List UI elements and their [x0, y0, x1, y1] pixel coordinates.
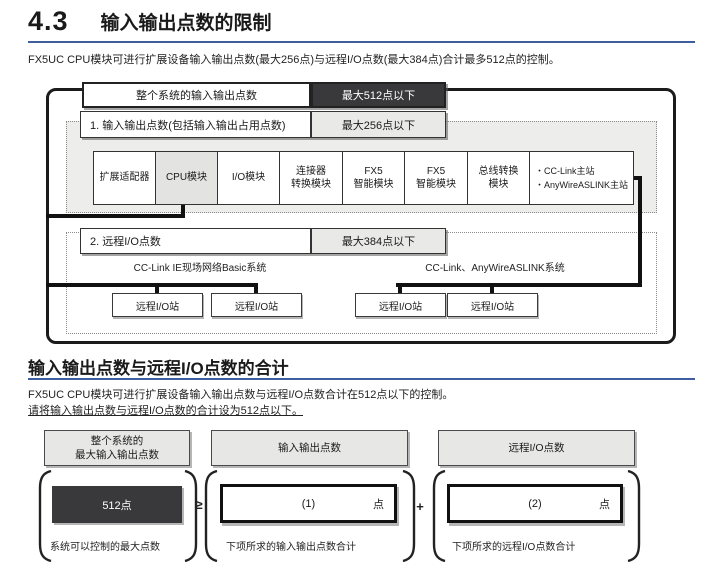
section-heading: 4.3 输入输出点数的限制	[28, 6, 272, 37]
network-label-cclink-anywire: CC-Link、AnyWireASLINK系统	[425, 263, 565, 274]
io-points-placeholder: (1)	[301, 497, 316, 510]
section-number: 4.3	[28, 6, 69, 36]
io-points-entry-box: (1) 点	[220, 484, 397, 523]
remote-io-unit: 点	[599, 498, 610, 511]
plus-operator: +	[416, 499, 424, 514]
remote-io-caption: 下项所求的远程I/O点数合计	[452, 542, 576, 553]
module-connector-conversion: 连接器 转换模块	[279, 151, 343, 205]
remote-io-station-4: 远程I/O站	[447, 293, 538, 317]
bracket-right-icon	[402, 470, 416, 562]
subsection-paragraph: FX5UC CPU模块可进行扩展设备输入输出点数与远程I/O点数合计在512点以…	[28, 389, 454, 401]
bracket-left-icon	[38, 470, 52, 562]
intro-paragraph: FX5UC CPU模块可进行扩展设备输入输出点数(最大256点)与远程I/O点数…	[28, 54, 560, 66]
io-points-caption: 下项所求的输入输出点数合计	[226, 542, 356, 553]
module-fx5-intelligent-2: FX5 智能模块	[404, 151, 468, 205]
right-bus-drop-2	[490, 287, 494, 293]
total-system-points-header: 整个系统的 最大输入输出点数	[44, 430, 190, 466]
bracket-left-icon	[204, 470, 218, 562]
remote-io-station-2: 远程I/O站	[211, 293, 302, 317]
remote-io-station-1: 远程I/O站	[112, 293, 203, 317]
gte-operator: ≥	[195, 497, 203, 512]
heading-accent-rule	[28, 41, 695, 43]
subsection-accent-rule	[28, 378, 695, 380]
network-label-cclink-ie-basic: CC-Link IE现场网络Basic系统	[133, 263, 267, 274]
system-io-points-box: 整个系统的输入输出点数	[82, 82, 311, 108]
io-points-header: 输入输出点数	[211, 430, 408, 466]
bracket-right-icon	[184, 470, 198, 562]
master-down-line	[638, 176, 642, 287]
subsection-title: 输入输出点数与远程I/O点数的合计	[28, 359, 289, 378]
page-title: 输入输出点数的限制	[100, 13, 272, 34]
module-cclink-master: ・CC-Link主站 ・AnyWireASLINK主站	[529, 151, 634, 205]
right-bus-drop-1	[398, 287, 402, 293]
item1-value-box: 最大256点以下	[311, 111, 446, 138]
item1-label-box: 1. 输入输出点数(包括输入输出占用点数)	[80, 111, 311, 138]
item2-label-box: 2. 远程I/O点数	[80, 228, 311, 254]
right-network-bus	[396, 283, 642, 287]
bracket-left-icon	[432, 470, 446, 562]
left-bus-drop-1	[155, 287, 159, 293]
cpu-to-frame-line	[46, 214, 185, 218]
cpu-drop-line	[181, 205, 185, 218]
subsection-note-underlined: 请将输入输出点数与远程I/O点数的合计设为512点以下。	[28, 405, 304, 417]
module-bus-conversion: 总线转换 模块	[467, 151, 530, 205]
left-network-bus	[46, 283, 258, 287]
module-cpu: CPU模块	[155, 151, 218, 205]
io-points-unit: 点	[373, 498, 384, 511]
left-bus-drop-2	[254, 287, 258, 293]
remote-io-placeholder: (2)	[528, 497, 542, 510]
system-io-max-badge: 最大512点以下	[311, 82, 446, 108]
module-expansion-adapter: 扩展适配器	[93, 151, 156, 205]
remote-io-points-header: 远程I/O点数	[438, 430, 635, 466]
max-points-caption: 系统可以控制的最大点数	[50, 542, 160, 553]
bracket-right-icon	[627, 470, 641, 562]
remote-io-entry-box: (2) 点	[447, 484, 623, 523]
module-fx5-intelligent-1: FX5 智能模块	[342, 151, 405, 205]
module-io: I/O模块	[217, 151, 280, 205]
item2-value-box: 最大384点以下	[311, 228, 446, 254]
max-points-value-box: 512点	[52, 486, 182, 523]
remote-io-station-3: 远程I/O站	[355, 293, 446, 317]
